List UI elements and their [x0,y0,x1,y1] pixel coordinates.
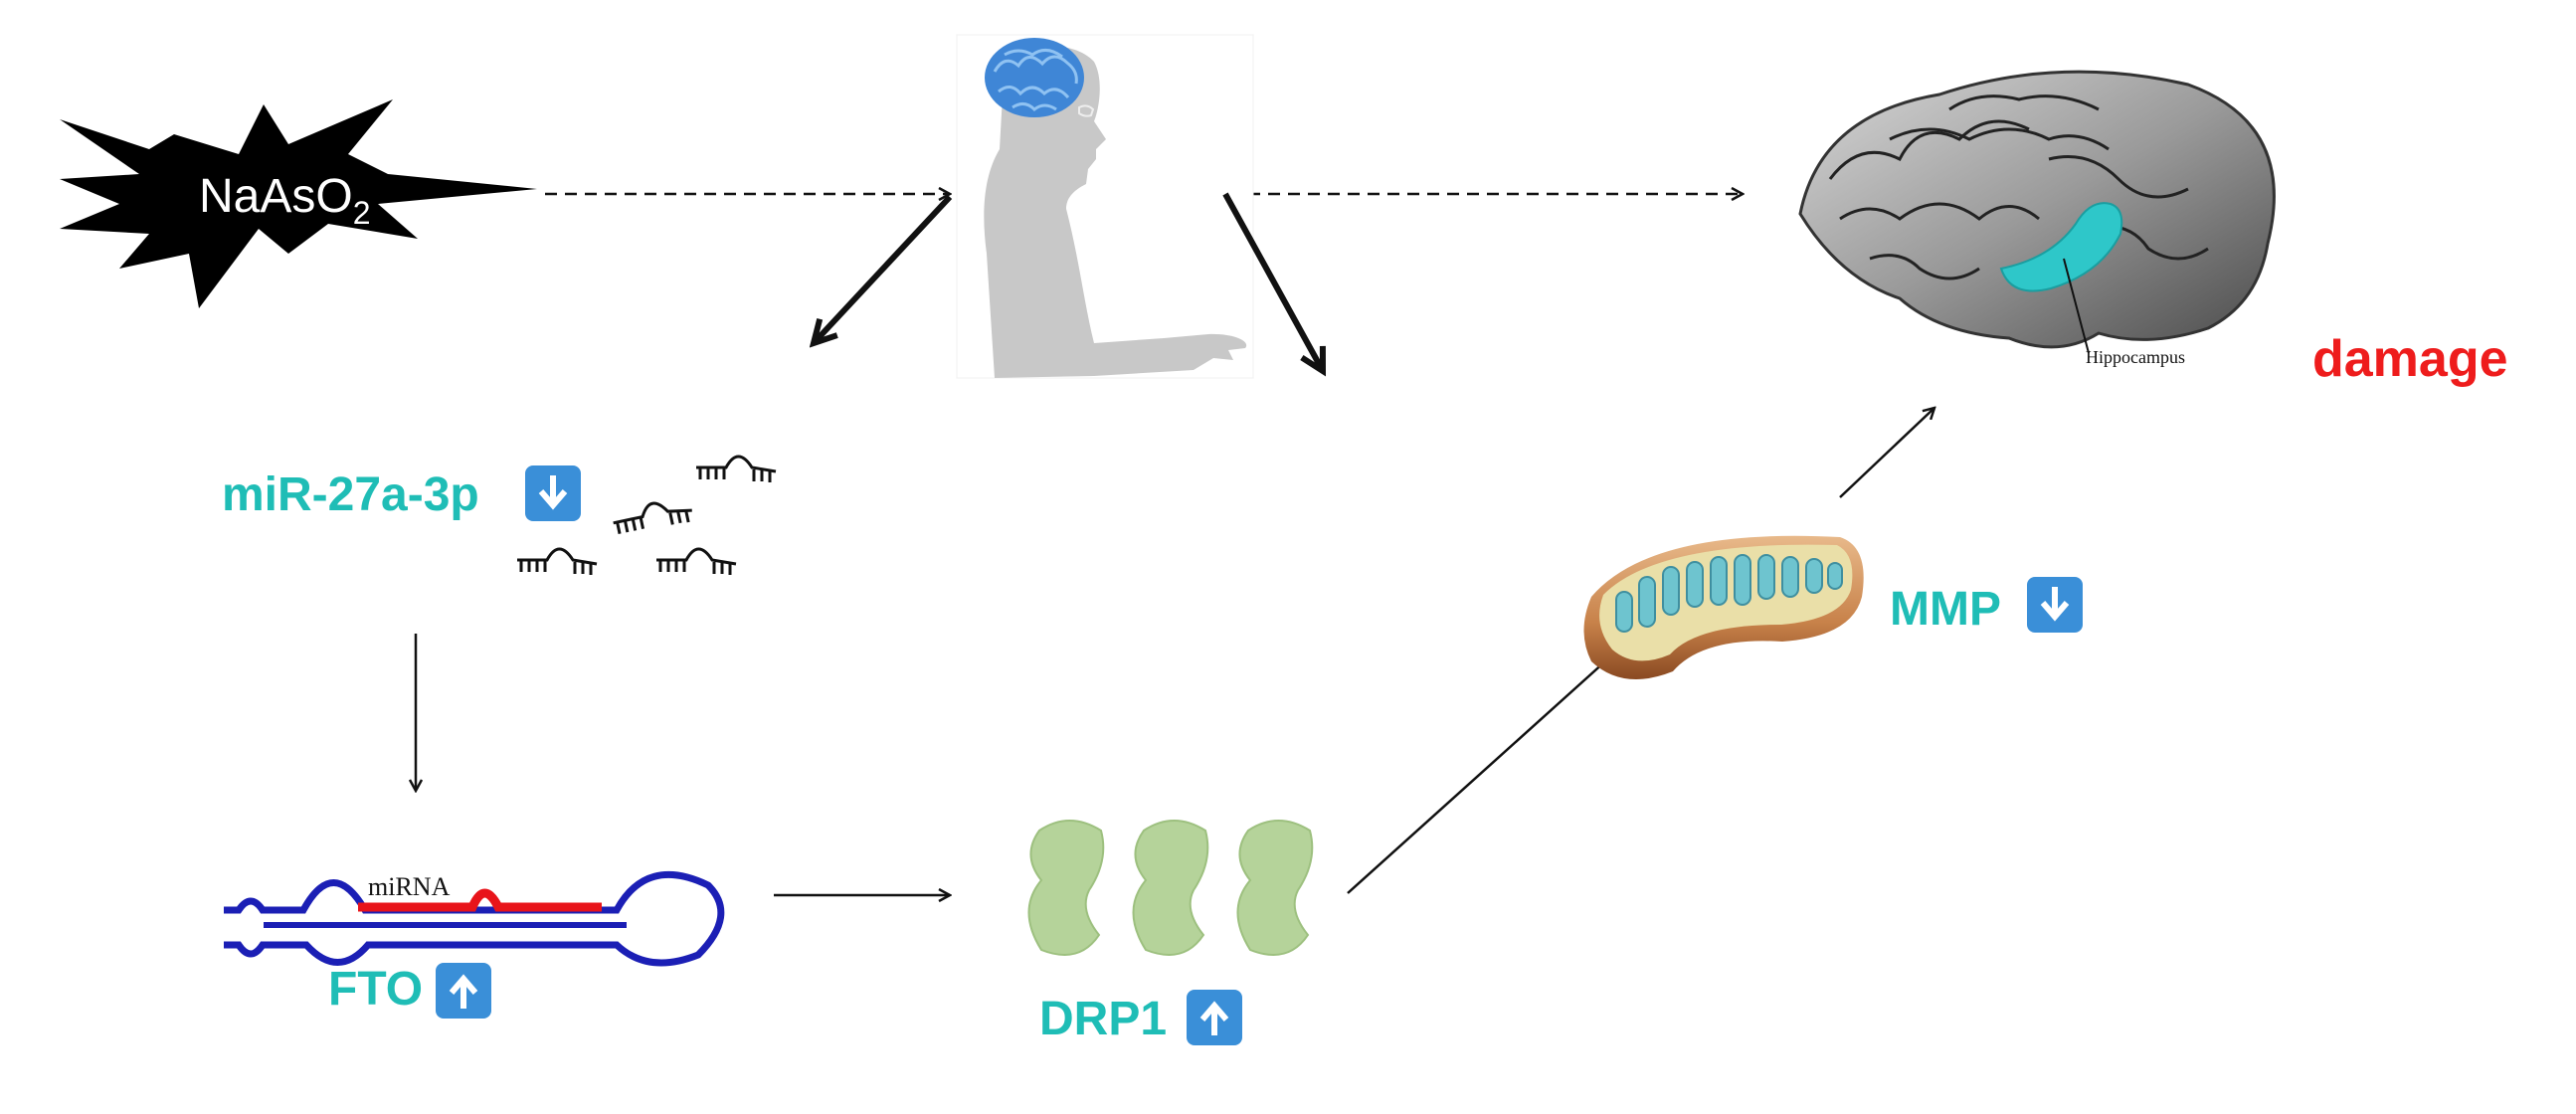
brain-icon [985,38,1084,117]
brain-gyri [1828,94,2209,280]
drp1-label: DRP1 [1039,993,1167,1045]
arrow-drp1-to-mitochondrion [1347,651,1616,894]
fto-label: FTO [328,963,423,1016]
naaso2-starburst: NaAsO2 [60,99,537,308]
starburst-shape [60,99,537,308]
brain-outline [1798,70,2276,349]
hairpin-mirna-label: miRNA [368,872,451,901]
hairpin-strand-top [224,870,725,967]
glasses-icon [1078,104,1095,117]
mirna-label: miR-27a-3p [222,468,479,521]
drp1-protein [1236,820,1314,956]
mmp-label: MMP [1890,583,2001,636]
hippocampus-label: Hippocampus [2086,347,2185,367]
mirna-down-arrow-badge [525,465,581,521]
person-body [984,46,1247,378]
hippocampus-region [1999,202,2123,292]
mirna-fragment [656,547,737,575]
mitochondrion-icon [1583,535,1864,679]
drp1-up-arrow-badge [1187,990,1242,1045]
fto-hairpin-diagram: miRNA [224,870,725,967]
drp1-protein-icons [1027,820,1314,956]
arrow-mitochondrion-to-brain [1839,408,1934,498]
mmp-down-arrow-badge [2027,577,2083,633]
mirna-fragment [696,455,777,482]
person-silhouette [956,34,1254,379]
drp1-protein [1132,820,1209,956]
mirna-fragment [613,501,692,535]
brain-hippocampus-illustration: Hippocampus [1798,70,2276,367]
fto-up-arrow-badge [436,963,491,1019]
drp1-protein [1027,820,1105,956]
mirna-fragment-icons [517,455,777,575]
mirna-binding-strand [358,888,602,912]
damage-label: damage [2312,330,2508,388]
mirna-fragment [517,547,598,575]
bold-arrow-to-mirna [814,194,953,343]
hippocampus-pointer [2063,258,2090,354]
naaso2-label: NaAsO2 [199,170,371,231]
bold-arrow-to-drp1 [1222,192,1323,371]
